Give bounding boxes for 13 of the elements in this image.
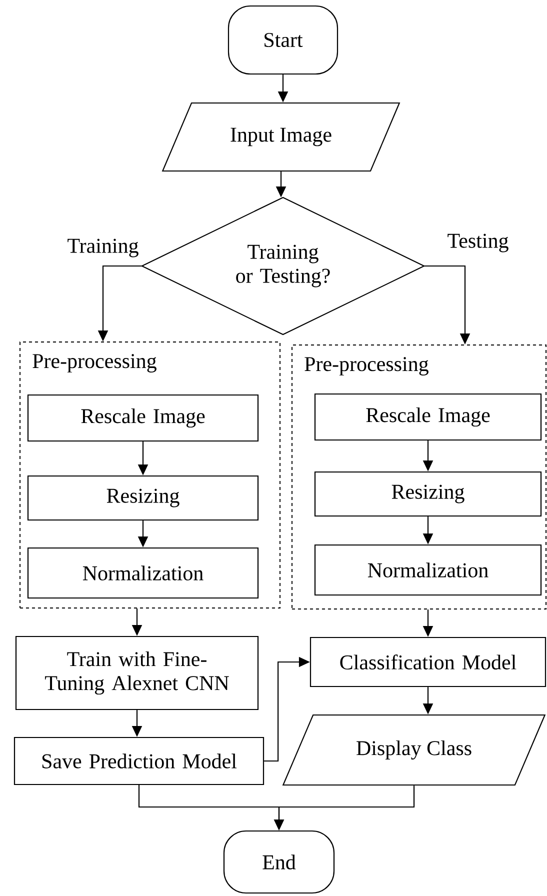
process-box: Resizing	[314, 471, 542, 517]
edge-label: Testing	[446, 232, 510, 254]
process-box: Rescale Image	[314, 393, 542, 441]
process-box: Resizing	[27, 475, 259, 521]
process-box: Rescale Image	[27, 394, 259, 442]
group-heading: Pre-processing	[304, 357, 428, 376]
process-box: Normalization	[27, 547, 259, 599]
process-box: Normalization	[314, 544, 542, 596]
process-box: Save Prediction Model	[14, 736, 264, 786]
process-box: Classification Model	[310, 636, 546, 688]
group-heading: Pre-processing	[32, 354, 156, 372]
edge-label: Training	[66, 238, 140, 258]
process-box: Train with Fine-Tuning Alexnet CNN	[15, 636, 259, 710]
